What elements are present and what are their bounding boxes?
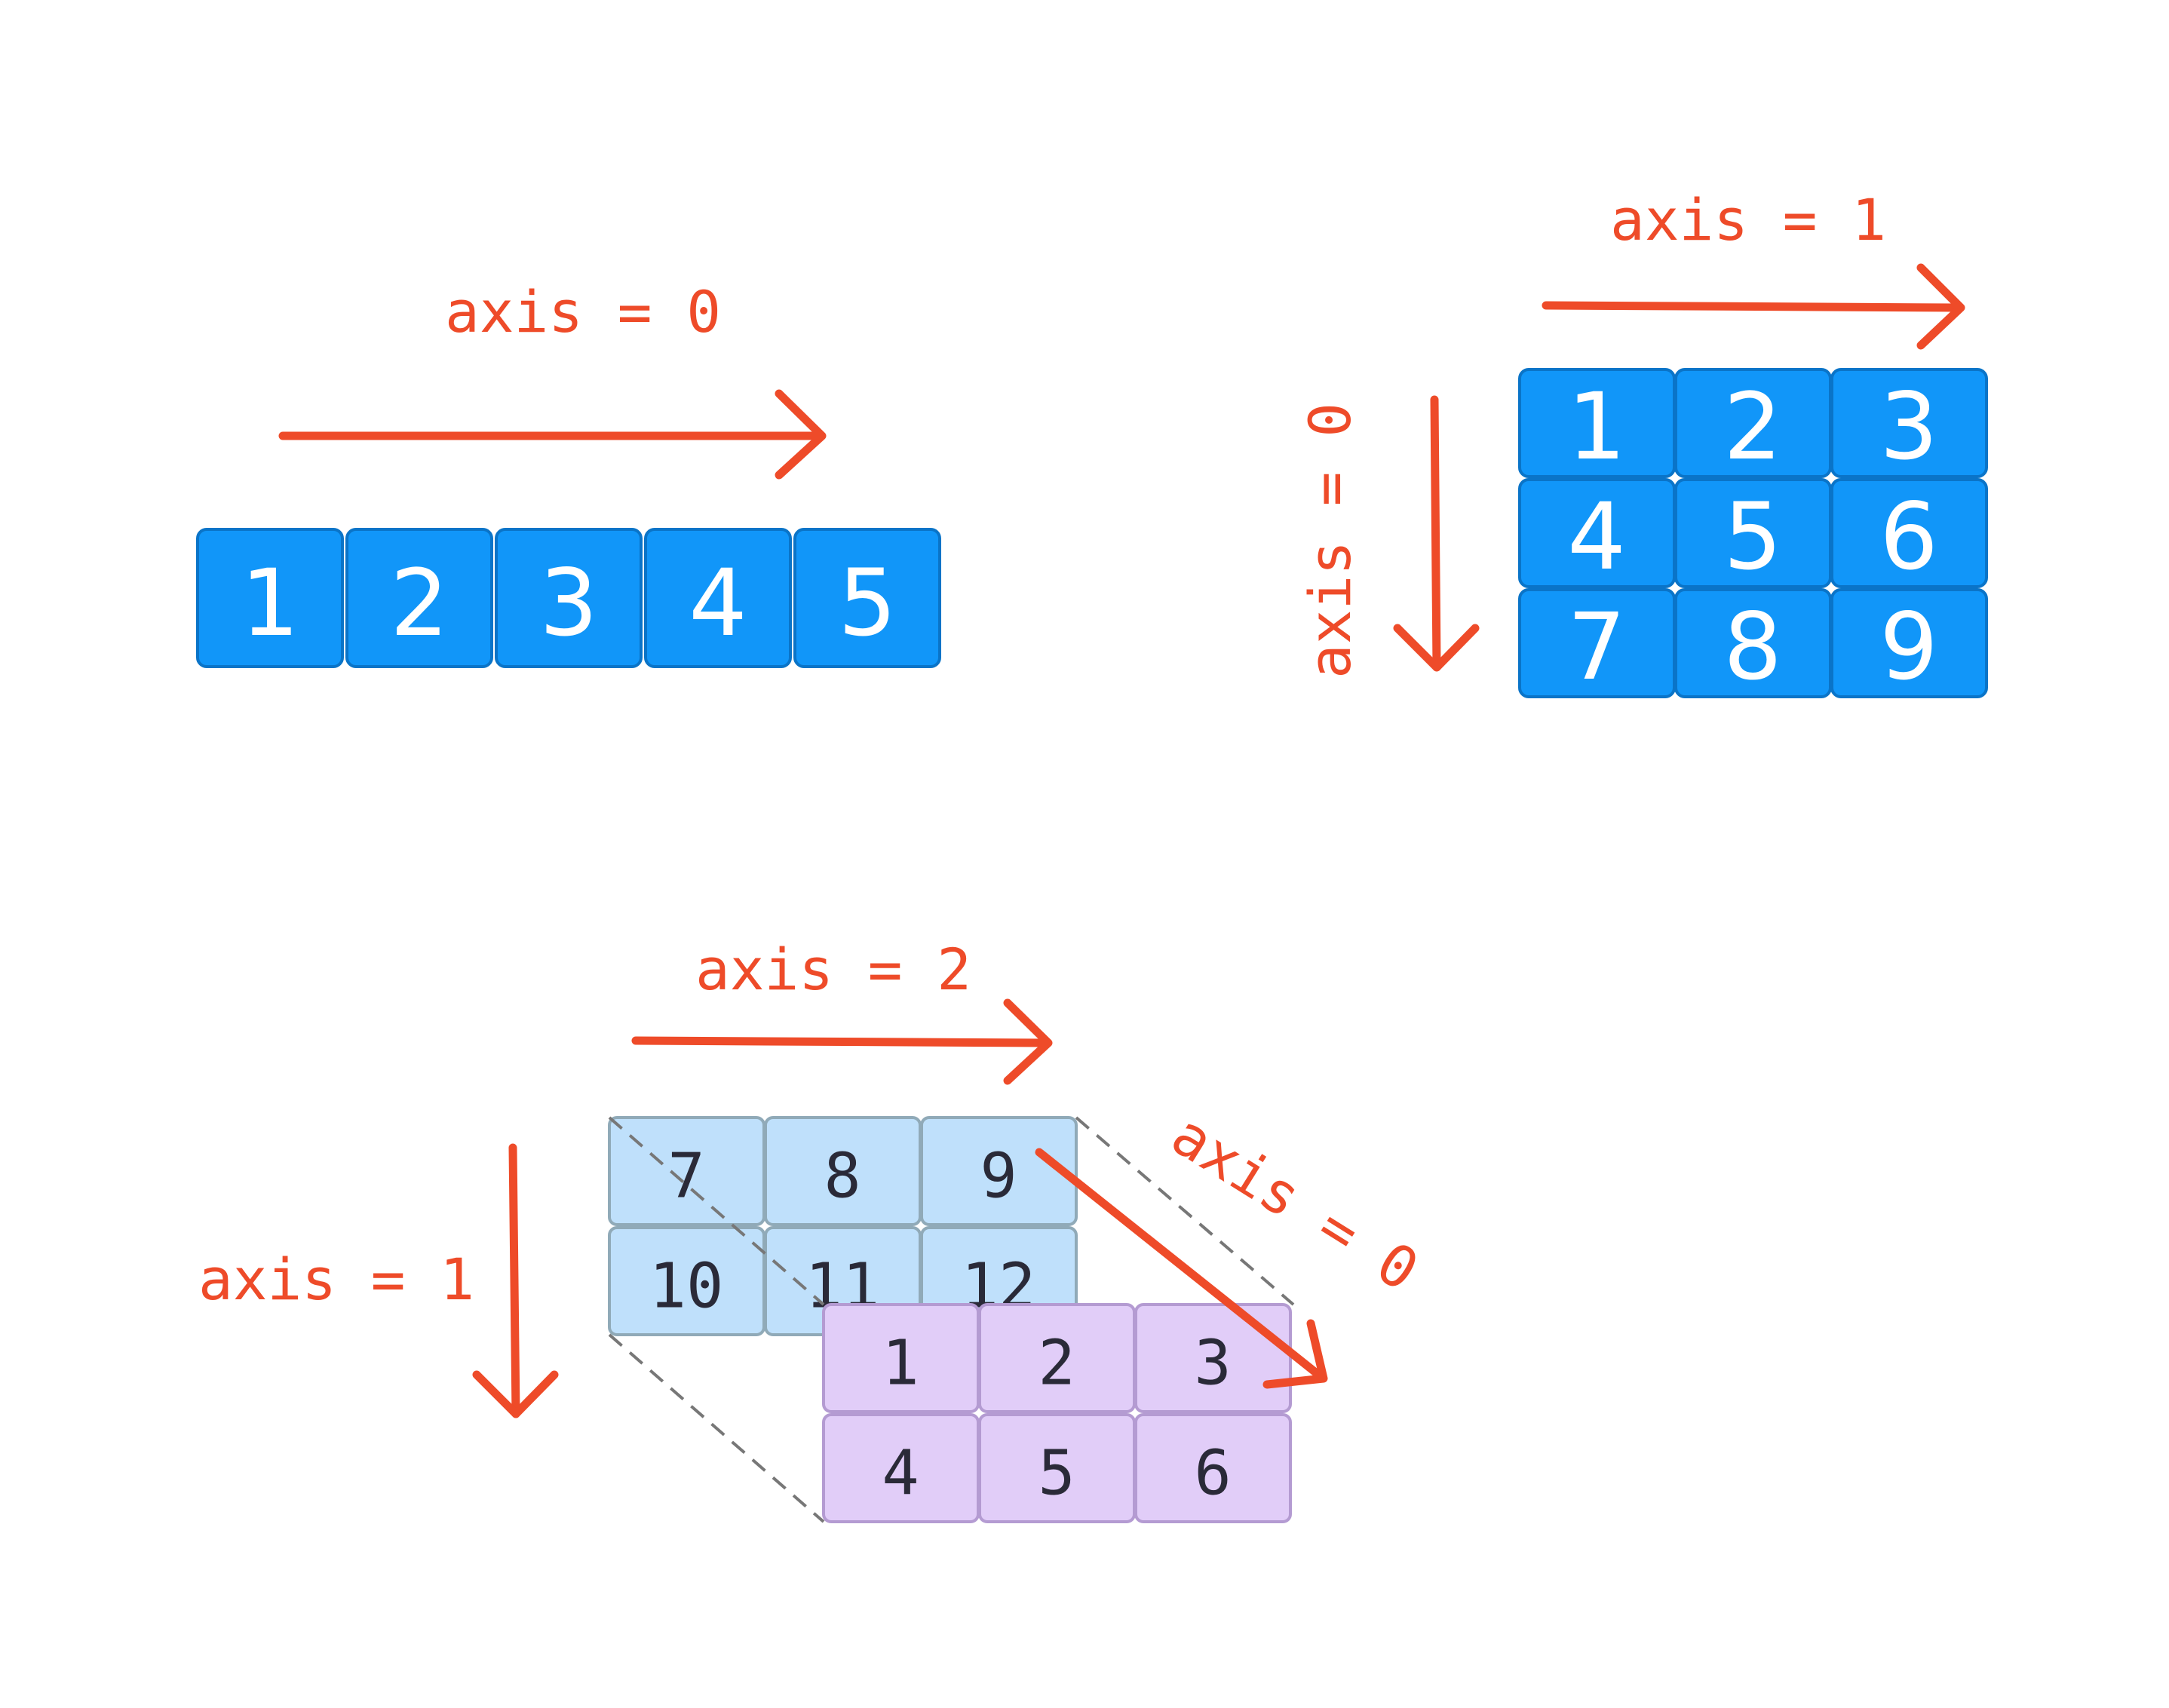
array-1d-cell: 4 bbox=[644, 528, 792, 668]
array-2d: axis = 1 axis = 0 1 2 3 4 bbox=[1296, 186, 1988, 701]
array-3d-back-cell: 8 bbox=[764, 1116, 922, 1226]
array-3d-axis0-arrow bbox=[1035, 1148, 1328, 1389]
array-2d-value: 6 bbox=[1879, 483, 1938, 590]
array-2d-axis0-label: axis = 0 bbox=[1296, 403, 1364, 679]
array-3d-front-cell: 5 bbox=[978, 1413, 1136, 1523]
array-2d-cell: 8 bbox=[1674, 588, 1832, 701]
array-2d-cell: 4 bbox=[1518, 478, 1676, 590]
array-2d-value: 1 bbox=[1567, 373, 1626, 480]
array-1d-value: 2 bbox=[390, 550, 449, 657]
array-2d-axis1-label: axis = 1 bbox=[1610, 186, 1886, 253]
array-3d-front-layer: 1 2 3 4 5 6 bbox=[822, 1303, 1292, 1523]
array-1d-value: 1 bbox=[241, 550, 299, 657]
array-3d-back-layer: 7 8 9 10 11 12 bbox=[608, 1116, 1078, 1336]
array-3d-value: 3 bbox=[1194, 1328, 1231, 1400]
array-1d-cell: 3 bbox=[495, 528, 643, 668]
array-3d-axis0-label: axis = 0 bbox=[1160, 1101, 1430, 1304]
array-3d-front-cell: 2 bbox=[978, 1303, 1136, 1413]
array-2d-cell: 5 bbox=[1674, 478, 1832, 590]
array-1d-axis0-label: axis = 0 bbox=[445, 278, 721, 345]
array-1d-cell: 2 bbox=[345, 528, 493, 668]
array-2d-value: 5 bbox=[1723, 483, 1782, 590]
array-3d-axis1-label: axis = 1 bbox=[198, 1246, 474, 1313]
array-3d-value: 4 bbox=[882, 1438, 919, 1510]
array-3d-value: 9 bbox=[980, 1141, 1017, 1213]
array-3d-back-cell: 7 bbox=[608, 1116, 765, 1226]
array-2d-value: 3 bbox=[1879, 373, 1938, 480]
array-1d-value: 5 bbox=[838, 550, 897, 657]
array-3d-value: 5 bbox=[1038, 1438, 1075, 1510]
array-3d-value: 10 bbox=[649, 1251, 724, 1323]
array-1d-value: 4 bbox=[689, 550, 747, 657]
array-3d-value: 1 bbox=[882, 1328, 919, 1400]
array-1d-axis0-arrow bbox=[278, 389, 827, 480]
array-1d: axis = 0 1 2 3 4 5 bbox=[196, 278, 941, 668]
array-3d-front-cell: 4 bbox=[822, 1413, 980, 1523]
array-2d-value: 9 bbox=[1879, 593, 1938, 701]
array-2d-cell: 9 bbox=[1830, 588, 1988, 701]
array-2d-axis0-arrow bbox=[1393, 395, 1480, 672]
array-2d-value: 8 bbox=[1723, 593, 1782, 701]
array-2d-cell: 3 bbox=[1830, 368, 1988, 480]
array-3d-value: 7 bbox=[667, 1141, 704, 1213]
array-3d-back-cell: 9 bbox=[920, 1116, 1078, 1226]
array-3d-value: 8 bbox=[824, 1141, 861, 1213]
array-2d-cell: 7 bbox=[1518, 588, 1676, 701]
array-3d-value: 6 bbox=[1194, 1438, 1231, 1510]
array-3d-depth-edges bbox=[608, 1116, 1295, 1523]
array-3d-front-cell: 1 bbox=[822, 1303, 980, 1413]
array-3d: axis = 2 axis = 1 7 8 9 bbox=[198, 936, 1430, 1523]
array-2d-value: 7 bbox=[1567, 593, 1626, 701]
array-3d-back-cell: 10 bbox=[608, 1226, 765, 1336]
array-2d-cell: 6 bbox=[1830, 478, 1988, 590]
array-1d-value: 3 bbox=[539, 550, 598, 657]
array-3d-front-cell: 6 bbox=[1134, 1413, 1292, 1523]
array-3d-front-cell: 3 bbox=[1134, 1303, 1292, 1413]
array-2d-value: 2 bbox=[1723, 373, 1782, 480]
array-3d-axis2-label: axis = 2 bbox=[695, 936, 971, 1003]
array-3d-value: 2 bbox=[1038, 1328, 1075, 1400]
array-2d-cell: 2 bbox=[1674, 368, 1832, 480]
array-1d-cell: 1 bbox=[196, 528, 344, 668]
array-2d-value: 4 bbox=[1567, 483, 1626, 590]
array-3d-axis1-arrow bbox=[472, 1143, 559, 1418]
array-2d-axis1-arrow bbox=[1542, 263, 1965, 350]
array-3d-axis2-arrow bbox=[631, 998, 1053, 1085]
array-1d-cell: 5 bbox=[793, 528, 941, 668]
array-2d-cell: 1 bbox=[1518, 368, 1676, 480]
